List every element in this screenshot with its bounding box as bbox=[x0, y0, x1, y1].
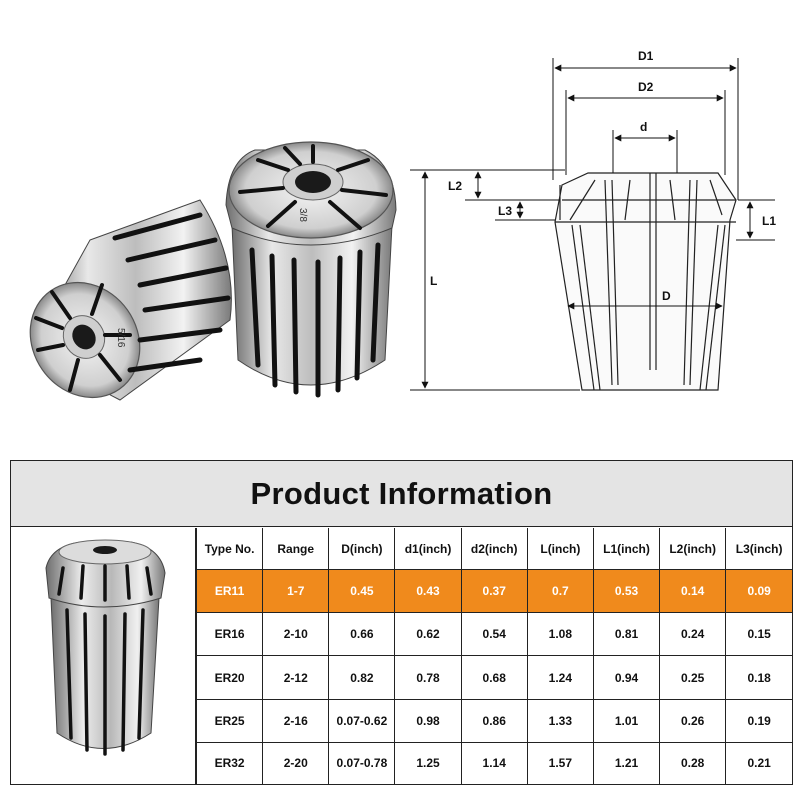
column-header: L1(inch) bbox=[592, 528, 661, 571]
column-header: L3(inch) bbox=[725, 528, 792, 571]
label-d-outer: D bbox=[662, 289, 671, 303]
label-d2: D2 bbox=[638, 80, 654, 94]
table-cell: 0.86 bbox=[460, 698, 528, 743]
table-cell: 0.19 bbox=[725, 698, 792, 743]
table-cell: 0.45 bbox=[328, 569, 396, 614]
table-cell: 1.33 bbox=[526, 698, 594, 743]
table-cell: 0.7 bbox=[526, 569, 594, 614]
table-cell: 1.25 bbox=[394, 741, 462, 784]
table-cell: 2-12 bbox=[262, 655, 330, 700]
table-cell: 0.62 bbox=[394, 612, 462, 657]
table-cell: 0.18 bbox=[725, 655, 792, 700]
collet-product-photo: 3/8 5 bbox=[0, 0, 400, 430]
column-header: d1(inch) bbox=[394, 528, 462, 571]
right-collet: 3/8 bbox=[225, 141, 397, 398]
table-cell: 0.81 bbox=[592, 612, 661, 657]
table-cell: 0.54 bbox=[460, 612, 528, 657]
collet-dimension-diagram: D1 D2 d L L2 L3 L1 D bbox=[400, 40, 800, 410]
table-cell: 1-7 bbox=[262, 569, 330, 614]
product-info-panel: Product Information bbox=[10, 460, 793, 785]
collet-thumbnail bbox=[11, 528, 196, 784]
column-header: d2(inch) bbox=[460, 528, 528, 571]
table-cell: ER32 bbox=[195, 741, 264, 784]
label-l1: L1 bbox=[762, 214, 776, 228]
collet-outline bbox=[554, 172, 737, 391]
table-cell: ER20 bbox=[195, 655, 264, 700]
table-cell: 2-20 bbox=[262, 741, 330, 784]
left-collet: 5/16 bbox=[29, 199, 232, 401]
table-cell: 0.07-0.78 bbox=[328, 741, 396, 784]
right-collet-marking: 3/8 bbox=[297, 208, 308, 222]
column-header: Range bbox=[262, 528, 330, 571]
column-header: D(inch) bbox=[328, 528, 396, 571]
label-d1: D1 bbox=[638, 49, 654, 63]
table-cell: 1.24 bbox=[526, 655, 594, 700]
table-cell: 0.68 bbox=[460, 655, 528, 700]
table-cell: 0.78 bbox=[394, 655, 462, 700]
table-cell: 1.57 bbox=[526, 741, 594, 784]
column-header: Type No. bbox=[195, 528, 264, 571]
table-cell: 0.07-0.62 bbox=[328, 698, 396, 743]
label-l: L bbox=[430, 274, 437, 288]
column-header: L2(inch) bbox=[659, 528, 727, 571]
table-cell: 0.09 bbox=[725, 569, 792, 614]
product-info-title: Product Information bbox=[11, 461, 792, 527]
table-cell: 0.43 bbox=[394, 569, 462, 614]
table-cell: 0.37 bbox=[460, 569, 528, 614]
table-cell: 0.24 bbox=[659, 612, 727, 657]
table-cell: 0.25 bbox=[659, 655, 727, 700]
table-cell: 1.21 bbox=[592, 741, 661, 784]
table-cell: ER11 bbox=[195, 569, 264, 614]
table-cell: ER16 bbox=[195, 612, 264, 657]
table-cell: 0.26 bbox=[659, 698, 727, 743]
table-cell: 2-10 bbox=[262, 612, 330, 657]
label-l3: L3 bbox=[498, 204, 512, 218]
table-cell: ER25 bbox=[195, 698, 264, 743]
table-cell: 0.66 bbox=[328, 612, 396, 657]
table-cell: 1.14 bbox=[460, 741, 528, 784]
label-l2: L2 bbox=[448, 179, 462, 193]
left-collet-marking: 5/16 bbox=[115, 328, 126, 348]
table-cell: 1.01 bbox=[592, 698, 661, 743]
table-cell: 1.08 bbox=[526, 612, 594, 657]
table-cell: 0.53 bbox=[592, 569, 661, 614]
column-header: L(inch) bbox=[526, 528, 594, 571]
table-cell: 0.14 bbox=[659, 569, 727, 614]
table-cell: 0.94 bbox=[592, 655, 661, 700]
table-cell: 0.82 bbox=[328, 655, 396, 700]
label-d-small: d bbox=[640, 120, 647, 134]
table-cell: 0.21 bbox=[725, 741, 792, 784]
table-cell: 0.15 bbox=[725, 612, 792, 657]
table-cell: 0.28 bbox=[659, 741, 727, 784]
table-cell: 2-16 bbox=[262, 698, 330, 743]
table-cell: 0.98 bbox=[394, 698, 462, 743]
